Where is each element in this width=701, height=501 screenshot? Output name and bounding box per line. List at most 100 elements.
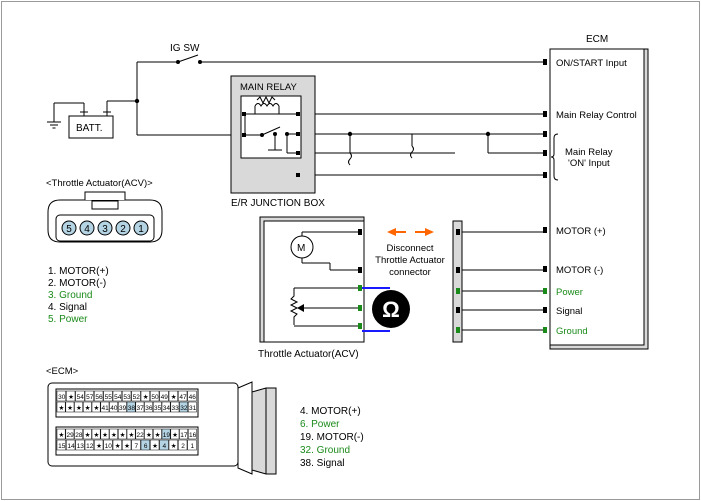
ecm-pin-label: ★ bbox=[85, 404, 91, 412]
acv-legend-2: 2. MOTOR(-) bbox=[48, 278, 106, 289]
ecm-pin-label: 4 bbox=[162, 443, 166, 450]
ecm-pin-cell bbox=[168, 390, 178, 402]
ecm-pin-cell bbox=[144, 428, 153, 440]
junction-box-label: E/R JUNCTION BOX bbox=[231, 198, 325, 209]
ig-switch: IG SW bbox=[170, 43, 202, 64]
ecm-pin-label: 1 bbox=[190, 443, 194, 450]
ecm-pin-label: ★ bbox=[102, 431, 108, 439]
ecm-pin-label: 10 bbox=[105, 443, 113, 450]
junction-dot bbox=[134, 98, 140, 104]
ecm-block: ECM ON/START Input Main Relay Control Ma… bbox=[543, 34, 649, 350]
ecm-pin-label: ★ bbox=[124, 442, 130, 450]
ecm-pin-cell bbox=[135, 428, 145, 440]
ecm-pin-on-start: ON/START Input bbox=[556, 58, 627, 69]
ecm-pin-cell bbox=[94, 439, 104, 451]
ecm-pin-cell bbox=[84, 390, 94, 402]
ecm-pin-cell bbox=[168, 439, 178, 451]
ecm-title: ECM bbox=[586, 34, 608, 45]
ecm-pin-label: 47 bbox=[179, 394, 187, 401]
ecm-pin-label: 53 bbox=[123, 394, 131, 401]
ecm-pin-label: ★ bbox=[93, 404, 99, 412]
ecm-pin-cell bbox=[161, 401, 171, 413]
ecm-pin-cell bbox=[94, 390, 104, 402]
ecm-pin-cell bbox=[131, 390, 141, 402]
ecm-pin-cell bbox=[144, 401, 153, 413]
ecm-pin-label: ★ bbox=[76, 404, 82, 412]
acv-legend-5: 5. Power bbox=[48, 314, 88, 325]
ecm-pin-cell bbox=[135, 401, 145, 413]
ecm-pin-cell bbox=[153, 428, 162, 440]
ecm-pin-label: ★ bbox=[128, 431, 134, 439]
ecm-pin-cell bbox=[179, 428, 188, 440]
ecm-pin-label: 14 bbox=[67, 443, 75, 450]
ecm-pin-label: 12 bbox=[86, 443, 94, 450]
ecm-pin-label: 57 bbox=[86, 394, 94, 401]
ecm-pin-cell bbox=[109, 401, 118, 413]
ecm-pin-cell bbox=[66, 390, 76, 402]
ecm-pin-label: 17 bbox=[180, 432, 188, 439]
ecm-pin-power: Power bbox=[556, 287, 583, 298]
ecm-pin-label: ★ bbox=[68, 393, 74, 401]
ecm-pin-cell bbox=[65, 428, 75, 440]
ecm-legend-4: 32. Ground bbox=[300, 445, 350, 456]
ohmmeter: Ω bbox=[362, 287, 410, 332]
ecm-pin-cell bbox=[100, 401, 110, 413]
ecm-pin-cell bbox=[150, 390, 160, 402]
ecm-pin-cell bbox=[103, 390, 113, 402]
disconnect-line-3: connector bbox=[389, 267, 431, 278]
ecm-pin-cell bbox=[178, 390, 188, 402]
ecm-pin-label: 19 bbox=[163, 432, 171, 439]
acv-pin-4: 4 bbox=[84, 224, 90, 235]
ecm-pin-cell bbox=[56, 428, 66, 440]
ecm-pin-main-relay: Main Relay bbox=[565, 147, 613, 158]
power-wiring bbox=[47, 61, 545, 176]
ecm-pin-cell bbox=[74, 401, 83, 413]
ecm-pin-label: ★ bbox=[155, 431, 161, 439]
ecm-pin-motor-minus: MOTOR (-) bbox=[556, 265, 603, 276]
ecm-pin-cell bbox=[187, 390, 197, 402]
ecm-pin-cell bbox=[179, 401, 188, 413]
ecm-pin-label: 31 bbox=[189, 405, 197, 412]
ecm-pin-cell bbox=[118, 401, 127, 413]
ig-sw-label: IG SW bbox=[170, 43, 200, 54]
ecm-pin-cell bbox=[83, 428, 92, 440]
ecm-pin-label: 49 bbox=[161, 394, 169, 401]
ecm-pin-cell bbox=[56, 390, 66, 402]
ecm-pin-label: 15 bbox=[58, 443, 66, 450]
ecm-pin-label: 54 bbox=[114, 394, 122, 401]
ecm-pin-cell bbox=[118, 428, 127, 440]
acv-connector-title: <Throttle Actuator(ACV)> bbox=[46, 178, 153, 189]
ecm-pin-cell bbox=[84, 439, 94, 451]
ecm-pin-label: ★ bbox=[171, 393, 177, 401]
ecm-pin-cell bbox=[83, 401, 92, 413]
ecm-pin-cell bbox=[112, 390, 122, 402]
ecm-pin-label: ★ bbox=[152, 442, 158, 450]
ecm-pin-label: ★ bbox=[93, 431, 99, 439]
ecm-pin-label: ★ bbox=[146, 431, 152, 439]
ecm-pin-cell bbox=[153, 401, 162, 413]
harness-connector bbox=[452, 220, 543, 343]
ecm-pin-cell bbox=[91, 428, 101, 440]
ecm-pin-label: 55 bbox=[105, 394, 113, 401]
ecm-pin-label: 2 bbox=[181, 443, 185, 450]
ecm-pin-cell bbox=[75, 439, 85, 451]
ecm-pin-label: ★ bbox=[96, 442, 102, 450]
ecm-pin-label: 50 bbox=[151, 394, 159, 401]
ecm-pin-cell bbox=[109, 428, 118, 440]
ecm-pin-label: ★ bbox=[67, 404, 73, 412]
battery-label: BATT. bbox=[76, 123, 102, 134]
ecm-pin-cell bbox=[161, 428, 171, 440]
ecm-pin-cell bbox=[75, 390, 85, 402]
disconnect-line-1: Disconnect bbox=[387, 243, 434, 254]
ecm-pin-label: 29 bbox=[66, 432, 74, 439]
ecm-pin-on-input: 'ON' Input bbox=[568, 158, 610, 169]
ecm-pin-cell bbox=[66, 439, 76, 451]
ecm-pin-cell bbox=[187, 439, 197, 451]
ecm-pin-label: ★ bbox=[85, 431, 91, 439]
ecm-pin-main-relay-control: Main Relay Control bbox=[556, 110, 637, 121]
ecm-pin-label: 54 bbox=[77, 394, 85, 401]
ecm-pin-label: 40 bbox=[110, 405, 118, 412]
main-relay bbox=[240, 95, 302, 159]
